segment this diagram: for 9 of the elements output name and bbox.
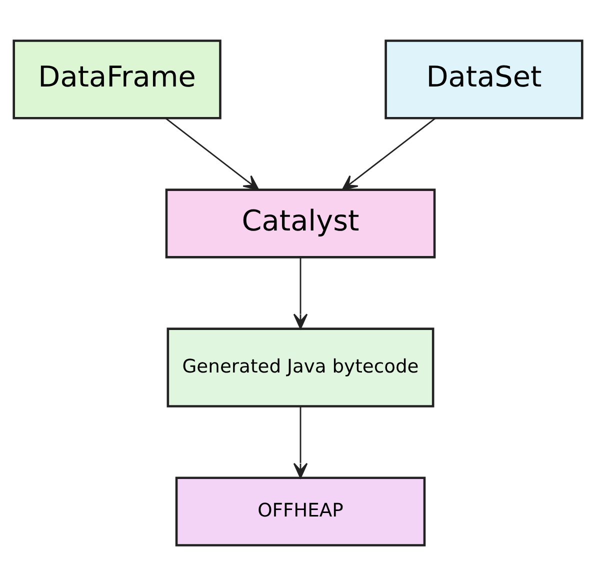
node-box: Catalyst: [165, 188, 436, 258]
arrow: [293, 257, 308, 329]
arrow: [165, 117, 260, 190]
arrow: [293, 406, 308, 478]
node-box: DataFrame: [12, 39, 222, 119]
node-box: DataSet: [384, 39, 584, 119]
node-box: OFFHEAP: [175, 476, 426, 546]
node-box: Generated Java bytecode: [166, 327, 434, 407]
arrow: [342, 117, 436, 190]
